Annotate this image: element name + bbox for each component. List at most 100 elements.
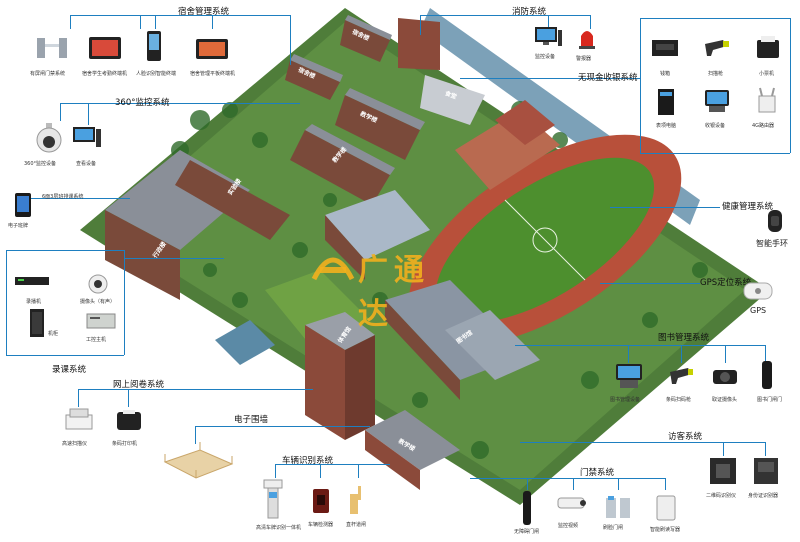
label-cash-drawer: 钱箱 [660,71,671,77]
line-veh-d1 [275,464,276,478]
line-cash-box-r [790,18,791,153]
line-visit-h [520,442,765,443]
title-fire: 消防系统 [512,7,547,17]
line-dorm-drop-5 [290,15,291,65]
line-dorm-drop-4 [212,15,213,29]
teaching-roof-2 [305,124,395,175]
line-exam-d2 [128,389,129,407]
label-camera-audio: 摄像头（有声） [80,299,116,305]
bottom-building-body [365,430,420,490]
cash-drawer-icon [652,40,678,56]
label-barcode-scanner: 扫描枪 [708,71,724,77]
label-barrier-gate: 直杆道闸 [346,522,367,528]
label-library-scanner: 条码扫码枪 [666,397,692,403]
turnstile-gate-icon [37,38,67,58]
line-gps-h [600,283,700,284]
viewing-pc-icon [73,127,101,147]
line-exam-h [78,389,313,390]
line-health-h [610,207,720,208]
admin-tower-side [345,335,375,440]
gymnasium [325,190,430,260]
cabinet-icon [30,309,44,337]
label-receipt-printer: 小票机 [759,71,775,77]
label-recorder: 录播机 [26,299,42,305]
barcode-printer-icon [117,410,141,430]
alarm-siren-icon [579,31,595,49]
label-viewing-pc: 查看设备 [76,161,97,167]
dorm-roof-1 [345,15,392,40]
line-visit-d2 [765,442,766,456]
title-360: 360°监控系统 [115,98,170,108]
recorder-box-icon [15,277,49,285]
teaching-building-1 [335,95,420,160]
line-lib-d1 [628,345,629,363]
label-cashier-device: 收银设备 [705,123,726,129]
field-center-circle [532,227,558,253]
title-dorm: 宿舍管理系统 [178,7,230,17]
label-dorm-tablet: 宿舍管理平板终端机 [190,71,236,77]
label-barcode-printer: 条码打印机 [112,441,138,447]
line-veh-h [275,464,390,465]
dorm-roof-2 [290,54,343,82]
dorm-building-1 [340,20,390,62]
label-smart-band: 智能手环 [756,239,788,248]
label-turnstile: 有屏闸门禁系统 [30,71,66,77]
line-veh-d3 [358,464,359,478]
industrial-pc-icon [86,313,116,329]
evidence-camera-icon [713,370,737,384]
field-midline [504,199,586,281]
line-360-d2 [88,103,89,125]
admin-tower [305,312,375,350]
label-industrial-pc: 工控主机 [86,337,107,343]
vehicle-detector-icon [313,489,329,513]
label-face-terminal: 人脸识别智能终端 [136,71,177,77]
title-access: 门禁系统 [580,468,615,478]
title-fence: 电子围墙 [234,415,269,425]
label-card-reader: 智能刷读写器 [650,527,681,533]
title-exam: 网上阅卷系统 [113,380,165,390]
library-body [385,300,460,400]
line-dorm-drop-3 [155,15,156,29]
company-logo: 广通达 [310,243,450,332]
teaching-roof-1 [345,88,425,130]
line-rec-box-b [6,355,124,356]
line-dorm-drop-2 [140,15,141,29]
line-dorm-drop-1 [70,15,71,29]
face-gate-icon [606,496,630,518]
label-face-gate: 刷脸门闸 [603,525,624,531]
canteen [420,75,485,125]
title-cashless: 无现金收银系统 [578,73,638,83]
title-library: 图书管理系统 [658,333,710,343]
label-pos-computer: 表项电脑 [656,123,677,129]
line-board-h [20,198,130,199]
dorm-tablet-icon [196,39,228,59]
line-rec-h [124,258,224,259]
line-cash-box-b [640,153,790,154]
label-attendance: 宿舍学生考勤终端机 [82,71,128,77]
left-building-body [105,210,180,300]
title-classboard: 6面3层班排课系统 [42,194,84,200]
line-fire-top [420,15,590,16]
logo-emblem-icon [311,257,355,281]
id-card-reader-icon [754,458,778,484]
title-vehicle: 车辆识别系统 [282,456,334,466]
qr-reader-icon [710,458,736,484]
line-fence-d [195,426,196,444]
receipt-printer-icon [757,36,779,58]
electronic-class-board-icon [15,193,31,217]
title-gps: GPS定位系统 [700,278,752,288]
label-high-speed-scanner: 高速扫描仪 [62,441,88,447]
line-cash-h [460,78,640,79]
line-visit-d1 [723,442,724,456]
line-acc-d3 [618,478,619,490]
attendance-screen-icon [89,37,121,59]
line-rec-box-t [6,250,124,251]
label-qr-reader: 二维码识别仪 [706,493,737,499]
line-acc-d4 [665,478,666,490]
barrier-free-gate-icon [523,491,531,525]
electronic-fence-icon [163,442,234,479]
gps-tracker-icon [743,282,773,300]
line-acc-d1 [527,478,528,490]
line-lib-d3 [725,345,726,363]
